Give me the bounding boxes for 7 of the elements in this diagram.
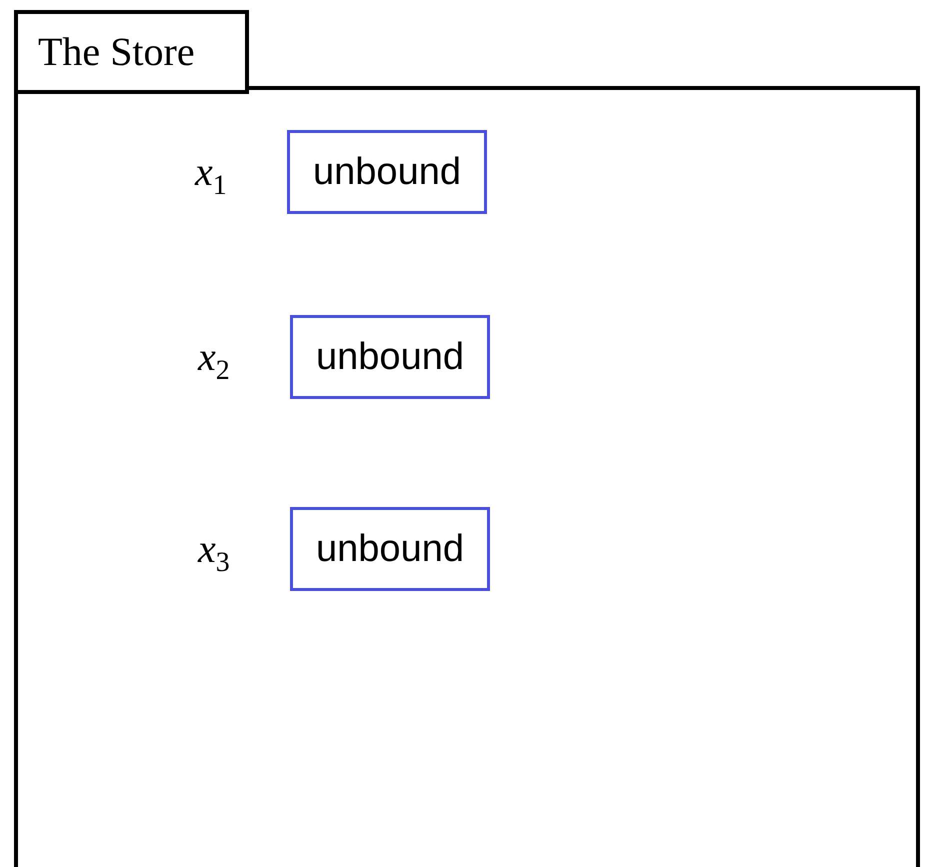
variable-label: x$_{3}$ xyxy=(198,525,230,580)
value-box: unbound xyxy=(290,507,490,591)
value-box: unbound xyxy=(287,130,487,214)
variable-label: x$_{1}$ xyxy=(195,148,227,203)
variable-label: x$_{2}$ xyxy=(198,333,230,388)
value-box: unbound xyxy=(290,315,490,399)
store-heading-tab: The Store xyxy=(14,10,249,94)
